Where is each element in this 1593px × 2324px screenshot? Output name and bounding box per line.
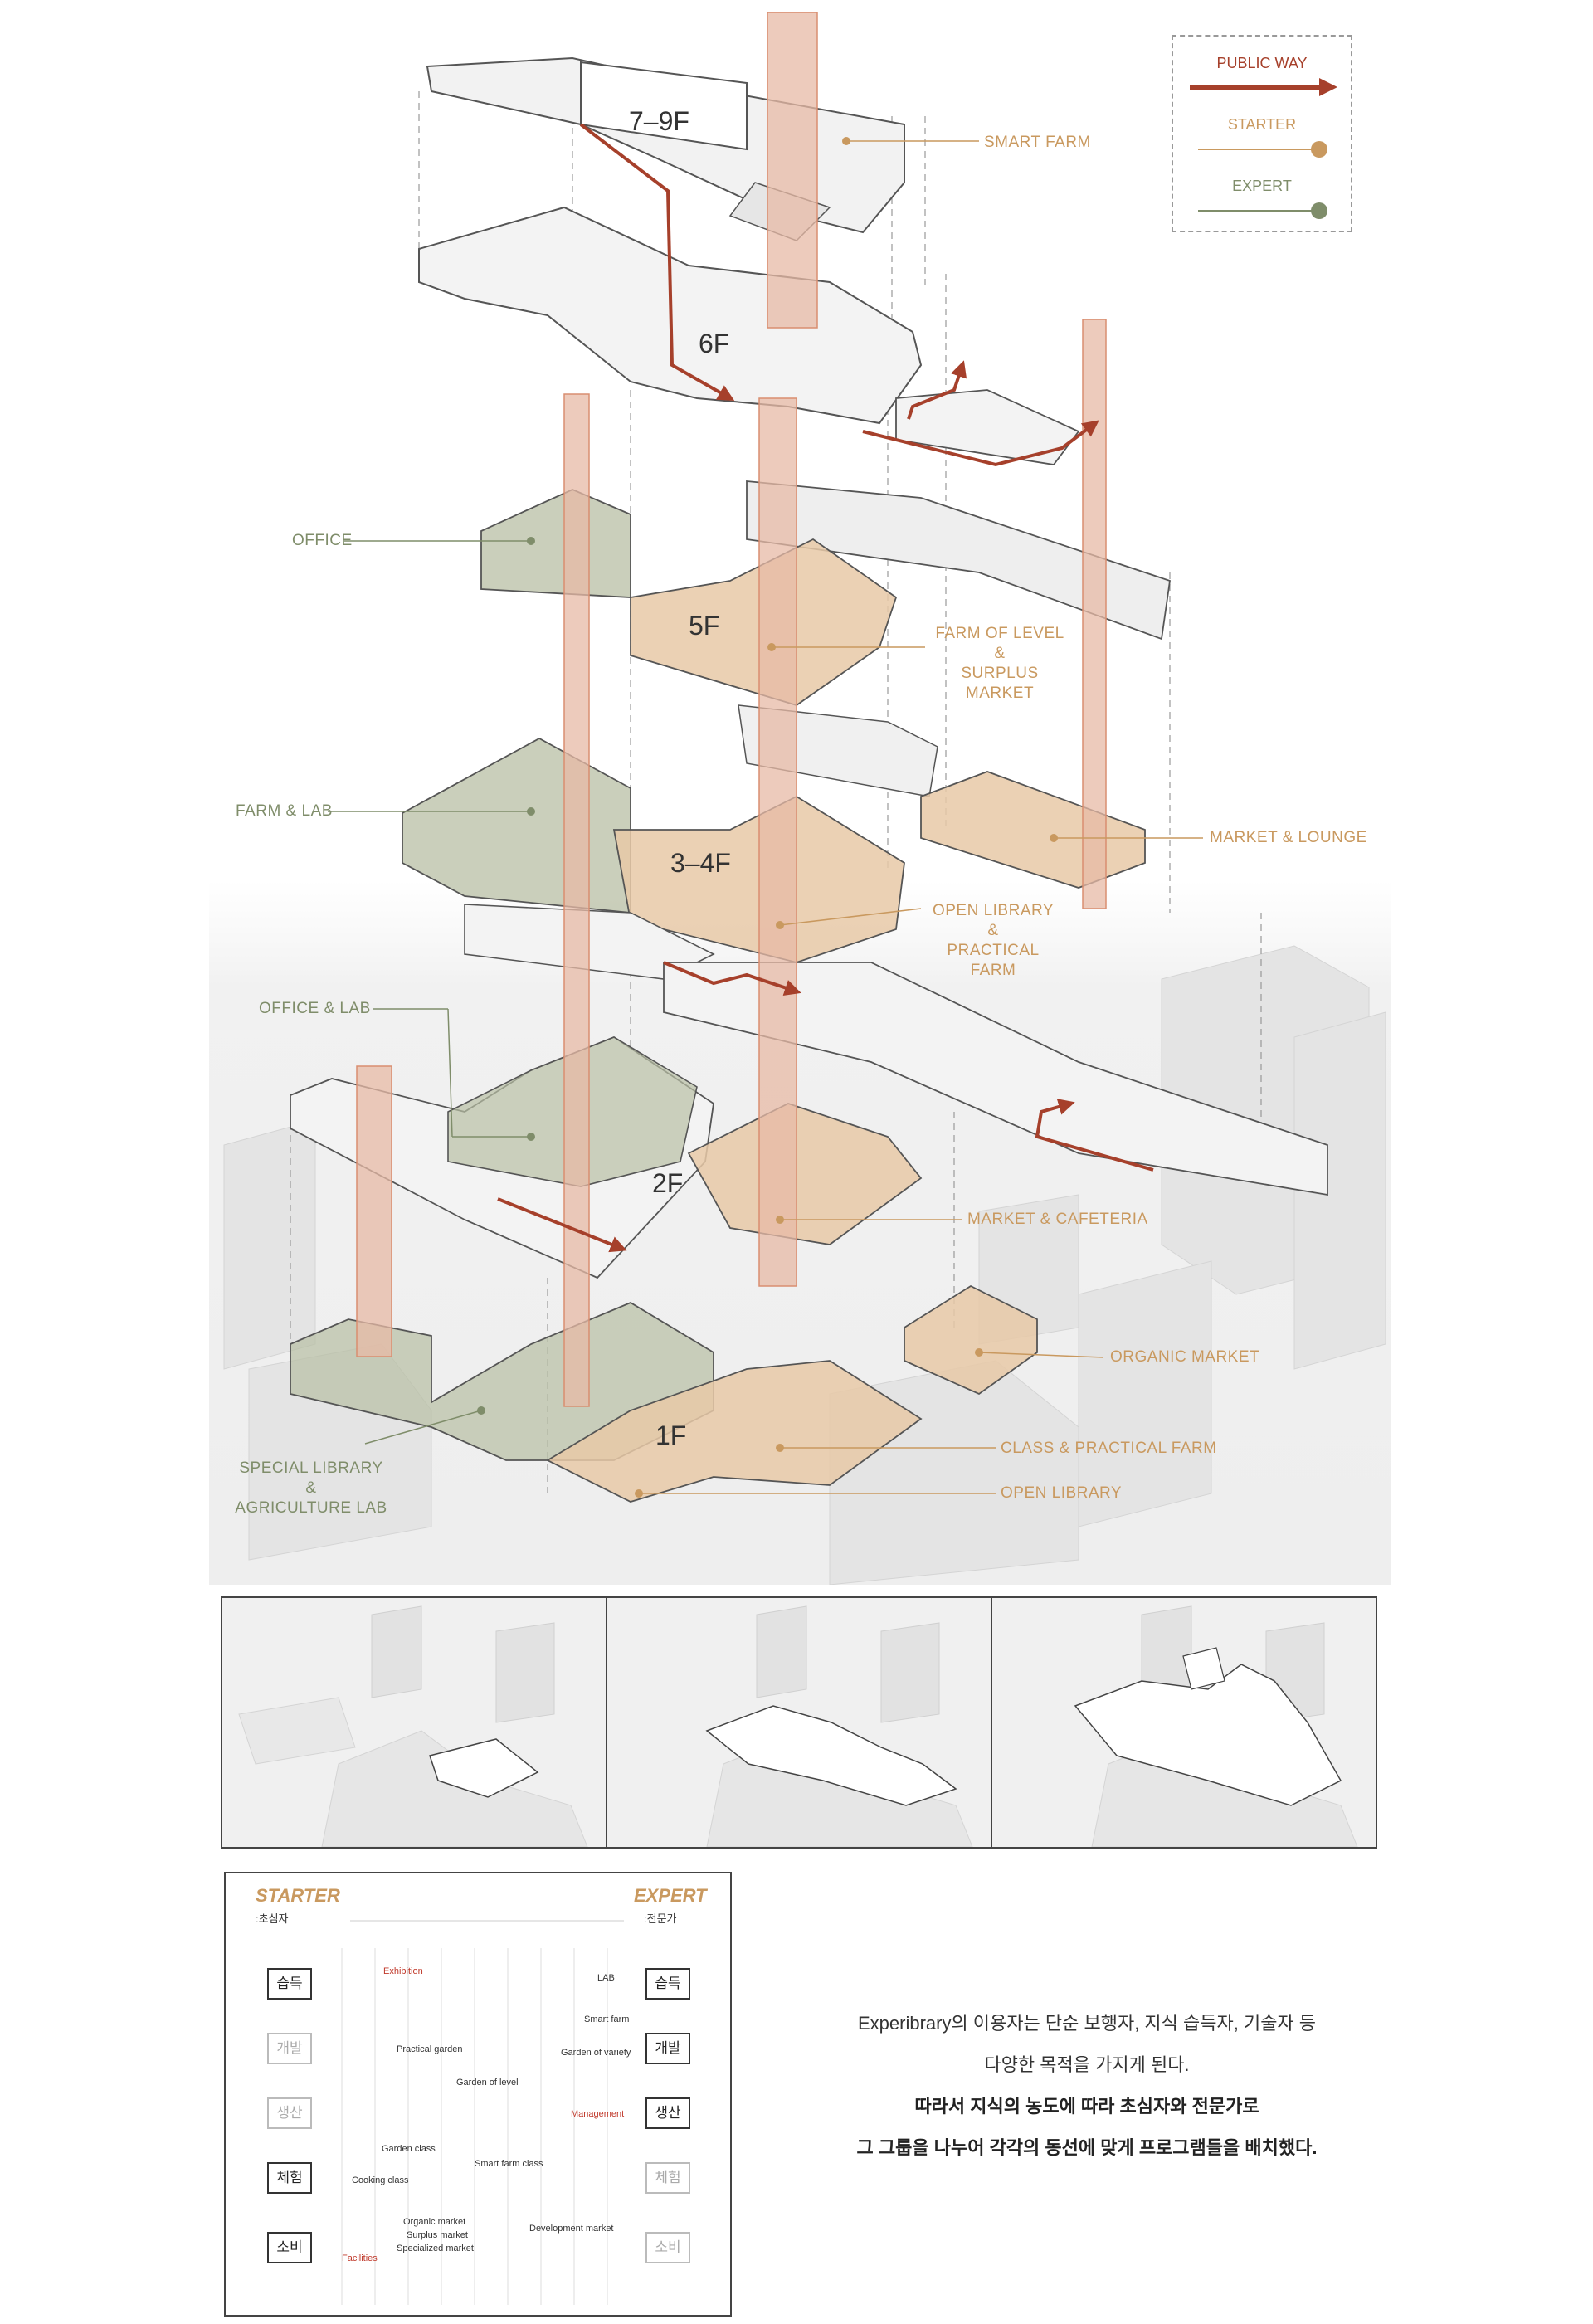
matrix-item-garden-of-level: Garden of level: [456, 2078, 519, 2088]
label-farm-of-level-line2: &: [994, 645, 1006, 662]
label-special-library: SPECIAL LIBRARY & AGRICULTURE LAB: [232, 1459, 390, 1518]
matrix-starter-subtitle: :초심자: [256, 1912, 289, 1925]
leader-lines: [328, 140, 1203, 1494]
matrix-item-practical-garden: Practical garden: [397, 2044, 463, 2054]
slab-7-9f: [426, 56, 905, 241]
slab-2f: [290, 1035, 923, 1279]
matrix-item-smart-farm-class: Smart farm class: [475, 2159, 543, 2169]
label-special-library-line1: SPECIAL LIBRARY: [239, 1459, 383, 1477]
floor-label-1f: 1F: [655, 1420, 687, 1450]
description-line-2: 다양한 목적을 가지게 된다.: [984, 2054, 1190, 2075]
program-matrix-grid: [341, 1920, 624, 2305]
label-office: OFFICE: [292, 532, 353, 549]
floor-label-6f: 6F: [699, 329, 730, 358]
matrix-item-lab: LAB: [597, 1973, 615, 1983]
matrix-item-specialized-market: Specialized market: [397, 2244, 474, 2253]
matrix-item-garden-class: Garden class: [382, 2144, 436, 2154]
massing-thumbnail-1: [221, 1596, 607, 1849]
label-farm-lab: FARM & LAB: [236, 802, 333, 820]
matrix-left-box-2: 개발: [267, 2033, 312, 2064]
matrix-right-box-3: 생산: [645, 2097, 690, 2129]
legend-starter-label: STARTER: [1227, 116, 1297, 133]
circulation-towers: [356, 12, 1107, 1407]
matrix-left-box-1: 습득: [267, 1968, 312, 2000]
matrix-starter-title: STARTER: [256, 1885, 340, 1906]
label-open-library-practical: OPEN LIBRARY & PRACTICAL FARM: [923, 901, 1064, 981]
matrix-item-smart-farm: Smart farm: [584, 2015, 630, 2024]
label-office-lab: OFFICE & LAB: [259, 1000, 371, 1017]
label-organic-market: ORGANIC MARKET: [1110, 1348, 1260, 1366]
massing-thumbnail-2: [606, 1596, 992, 1849]
matrix-left-box-4: 체험: [267, 2162, 312, 2194]
massing-thumbnail-2-drawing: [607, 1598, 991, 1847]
public-way-arrows: [497, 123, 1154, 1253]
label-open-library-practical-line2: &: [987, 922, 999, 939]
massing-thumbnail-3-drawing: [992, 1598, 1376, 1847]
label-smart-farm: SMART FARM: [984, 134, 1091, 151]
legend: PUBLIC WAY STARTER EXPERT: [1172, 35, 1352, 232]
matrix-item-management: Management: [571, 2109, 625, 2119]
legend-public-way-arrow-icon: [1190, 78, 1337, 96]
description-line-4: 그 그룹을 나누어 각각의 동선에 맞게 프로그램들을 배치했다.: [856, 2137, 1318, 2158]
description-line-3: 따라서 지식의 농도에 따라 초심자와 전문가로: [914, 2096, 1259, 2117]
label-open-library: OPEN LIBRARY: [1001, 1484, 1123, 1502]
slab-1f: [290, 1301, 923, 1503]
matrix-item-surplus-market: Surplus market: [407, 2230, 468, 2240]
floor-label-2f: 2F: [652, 1168, 684, 1198]
description: Experibrary의 이용자는 단순 보행자, 지식 습득자, 기술자 등 …: [772, 2003, 1402, 2169]
legend-public-way-label: PUBLIC WAY: [1216, 55, 1308, 71]
label-farm-of-level-line3: SURPLUS MARKET: [961, 665, 1039, 702]
matrix-item-exhibition: Exhibition: [383, 1966, 423, 1976]
matrix-right-box-4: 체험: [645, 2162, 690, 2194]
label-open-library-practical-line3: PRACTICAL FARM: [947, 942, 1040, 979]
legend-starter-line-icon: [1198, 141, 1328, 158]
label-class-practical: CLASS & PRACTICAL FARM: [1001, 1440, 1217, 1457]
matrix-right-box-2: 개발: [645, 2033, 690, 2064]
legend-expert-line-icon: [1198, 202, 1328, 219]
matrix-item-development-market: Development market: [529, 2224, 614, 2234]
floor-label-7-9f: 7–9F: [629, 106, 689, 136]
label-farm-of-level: FARM OF LEVEL & SURPLUS MARKET: [929, 624, 1070, 704]
floor-label-3-4f: 3–4F: [670, 848, 731, 878]
label-farm-of-level-line1: FARM OF LEVEL: [935, 625, 1064, 642]
leader-dots: [477, 137, 1058, 1498]
massing-thumbnail-1-drawing: [222, 1598, 606, 1847]
matrix-expert-title: EXPERT: [634, 1885, 707, 1906]
matrix-left-box-5: 소비: [267, 2232, 312, 2263]
label-market-cafeteria: MARKET & CAFETERIA: [967, 1211, 1148, 1228]
slab-market-lounge: [920, 771, 1146, 889]
legend-expert-label: EXPERT: [1232, 178, 1292, 194]
program-matrix: STARTER :초심자 EXPERT :전문가 습득 개발 생산 체험 소비 …: [224, 1872, 732, 2317]
massing-thumbnails: [221, 1596, 1377, 1849]
label-special-library-line3: AGRICULTURE LAB: [235, 1499, 387, 1517]
matrix-item-garden-of-variety: Garden of variety: [561, 2048, 631, 2058]
matrix-right-box-5: 소비: [645, 2232, 690, 2263]
slab-6f-east: [746, 389, 1171, 641]
city-blocks: [223, 945, 1386, 1585]
label-special-library-line2: &: [305, 1479, 317, 1497]
label-market-lounge: MARKET & LOUNGE: [1210, 829, 1367, 846]
matrix-item-organic-market: Organic market: [403, 2217, 466, 2227]
matrix-item-facilities: Facilities: [342, 2253, 378, 2263]
description-line-1: Experibrary의 이용자는 단순 보행자, 지식 습득자, 기술자 등: [857, 2013, 1317, 2034]
matrix-item-cooking-class: Cooking class: [352, 2175, 409, 2185]
slab-organic-market: [904, 1284, 1038, 1396]
floor-label-5f: 5F: [689, 611, 720, 641]
massing-thumbnail-3: [991, 1596, 1377, 1849]
matrix-left-box-3: 생산: [267, 2097, 312, 2129]
axonometric-diagram: [209, 12, 1391, 1585]
matrix-expert-subtitle: :전문가: [644, 1912, 677, 1925]
label-open-library-practical-line1: OPEN LIBRARY: [932, 902, 1055, 919]
matrix-right-box-1: 습득: [645, 1968, 690, 2000]
